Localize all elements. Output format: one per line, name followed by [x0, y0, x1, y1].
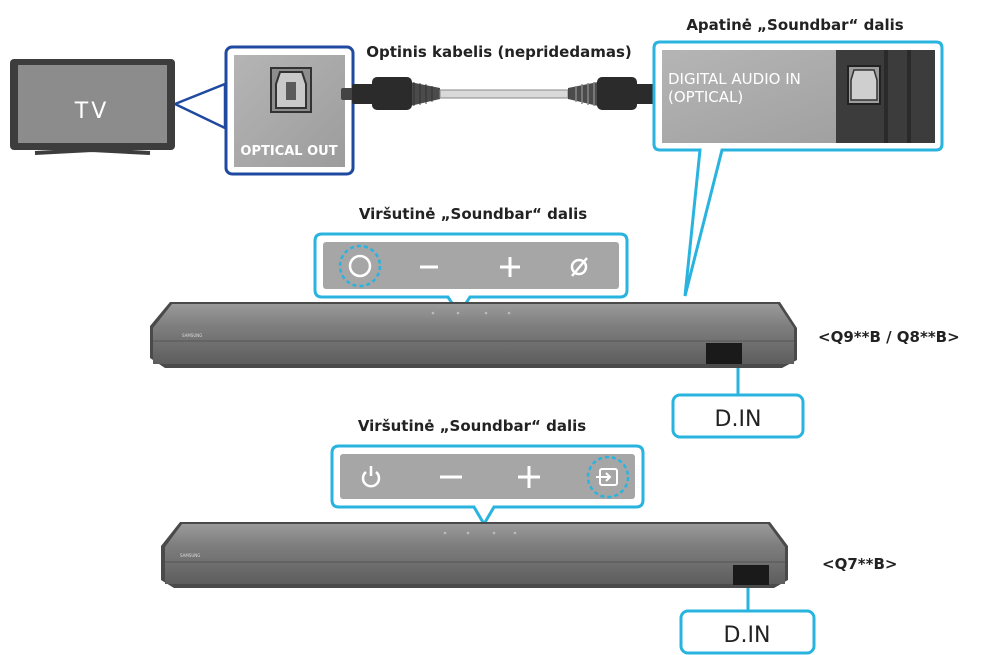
soundbar-1: SAMSUNG [150, 302, 797, 368]
optical-in-port-icon [850, 69, 878, 101]
digital-audio-in-label: DIGITAL AUDIO IN [668, 70, 801, 88]
power-highlight [338, 244, 382, 288]
cable-label: Optinis kabelis (nepridedamas) [366, 43, 632, 61]
model-label-2: <Q7**B> [822, 555, 897, 573]
power-ring-icon [348, 254, 372, 278]
top-panel-2-title: Viršutinė „Soundbar“ dalis [358, 417, 586, 435]
soundbar-top-panel-2 [330, 444, 645, 527]
bottom-panel-title: Apatinė „Soundbar“ dalis [686, 16, 903, 34]
input-highlight [586, 455, 630, 499]
din-label-1: D.IN [715, 407, 762, 432]
plus-icon [500, 257, 520, 277]
din-callout-1: D.IN [671, 393, 805, 439]
din-label-2: D.IN [724, 623, 771, 648]
soundbar-2: SAMSUNG [161, 522, 788, 588]
input-source-icon [596, 468, 618, 486]
soundbar-bottom-panel: DIGITAL AUDIO IN (OPTICAL) [652, 40, 944, 297]
tv-optical-port-panel: OPTICAL OUT [224, 45, 355, 176]
optical-port-icon [270, 67, 312, 113]
tv-label: TV [74, 99, 110, 124]
tv: TV [10, 59, 175, 155]
plus-icon [518, 466, 540, 488]
top-panel-1-title: Viršutinė „Soundbar“ dalis [359, 205, 587, 223]
din-port [706, 343, 742, 364]
brand-logo: SAMSUNG [182, 333, 202, 338]
optical-out-label: OPTICAL OUT [240, 144, 337, 159]
tv-callout-pointer [174, 82, 227, 130]
model-label-1: <Q9**B / Q8**B> [818, 328, 960, 346]
optical-label: (OPTICAL) [668, 88, 743, 106]
input-slash-icon [570, 257, 588, 277]
din-callout-2: D.IN [679, 609, 816, 655]
brand-logo: SAMSUNG [180, 553, 200, 558]
optical-cable: Optinis kabelis (nepridedamas) [341, 43, 668, 110]
din-port [733, 565, 769, 585]
power-icon [361, 466, 381, 488]
